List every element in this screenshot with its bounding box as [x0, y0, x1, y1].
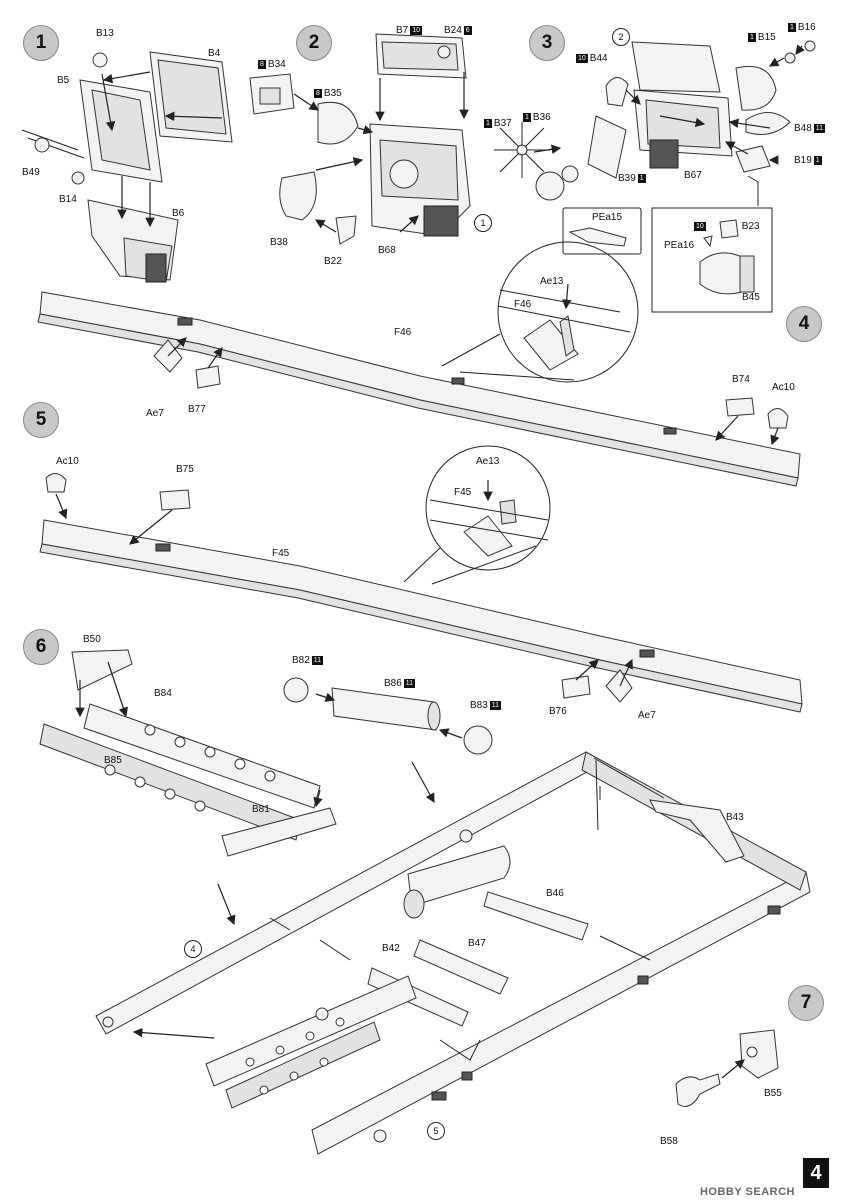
paint-badge: 1	[523, 113, 531, 122]
part-label-b67: B67	[684, 170, 702, 181]
part-label-b14: B14	[59, 194, 77, 205]
paint-badge: 6	[463, 26, 472, 35]
part-label-b75: B75	[176, 464, 194, 475]
part-label-b4: B4	[208, 48, 221, 59]
part-label-b68: B68	[378, 245, 396, 256]
part-label-b76: B76	[549, 706, 567, 717]
paint-badge: 11	[489, 701, 502, 710]
part-label-b81: B81	[252, 804, 270, 815]
paint-badge: 10	[576, 54, 588, 63]
paint-badge: 10	[694, 222, 706, 231]
part-label-ac10: Ac10	[772, 382, 795, 393]
part-label-f45: F45	[272, 548, 290, 559]
part-label-ae7: Ae7	[638, 710, 656, 721]
subassembly-ref-1: 1	[474, 214, 492, 232]
part-label-ae13: Ae13	[540, 276, 564, 287]
part-label-pea15: PEa15	[592, 212, 623, 223]
part-label-b85: B85	[104, 755, 122, 766]
part-label-b38: B38	[270, 237, 288, 248]
step-number-1: 1	[23, 25, 59, 61]
step3-drawing	[494, 40, 816, 313]
step7-drawing	[675, 1029, 779, 1107]
paint-badge: 11	[403, 679, 416, 688]
step6-drawing	[39, 649, 811, 1155]
part-label-b47: B47	[468, 938, 486, 949]
part-label-b49: B49	[22, 167, 40, 178]
paint-badge: 1	[637, 174, 646, 183]
part-label-b46: B46	[546, 888, 564, 899]
part-label-pea16: PEa16	[664, 240, 695, 251]
part-label-ae7: Ae7	[146, 408, 164, 419]
part-label-ac10: Ac10	[56, 456, 79, 467]
step-number-6: 6	[23, 629, 59, 665]
part-label-b5: B5	[57, 75, 70, 86]
part-label-b45: B45	[742, 292, 760, 303]
subassembly-ref-2: 2	[612, 28, 630, 46]
part-label-f46-detail: F46	[514, 299, 532, 310]
subassembly-ref-4: 4	[184, 940, 202, 958]
part-label-b50: B50	[83, 634, 101, 645]
step2-drawing	[249, 33, 471, 245]
step5-drawing	[39, 445, 803, 713]
paint-badge: 11	[311, 656, 324, 665]
paint-badge: 11	[813, 124, 826, 133]
part-label-b6: B6	[172, 208, 185, 219]
part-label-ae13: Ae13	[476, 456, 500, 467]
part-label-b13: B13	[96, 28, 114, 39]
paint-badge: 1	[813, 156, 822, 165]
part-label-b84: B84	[154, 688, 172, 699]
part-label-f46: F46	[394, 327, 412, 338]
paint-badge: 1	[788, 23, 796, 32]
step-number-5: 5	[23, 402, 59, 438]
part-label-b58: B58	[660, 1136, 678, 1147]
step-number-3: 3	[529, 25, 565, 61]
step-number-2: 2	[296, 25, 332, 61]
paint-badge: 10	[410, 26, 423, 35]
page-number: 4	[803, 1158, 829, 1188]
subassembly-ref-5: 5	[427, 1122, 445, 1140]
paint-badge: 1	[484, 119, 492, 128]
paint-badge: 1	[748, 33, 756, 42]
watermark-logo: HOBBY SEARCH	[699, 1186, 795, 1198]
part-label-b22: B22	[324, 256, 342, 267]
part-label-b42: B42	[382, 943, 400, 954]
step-number-7: 7	[788, 985, 824, 1021]
part-label-b74: B74	[732, 374, 750, 385]
part-label-b43: B43	[726, 812, 744, 823]
part-label-b55: B55	[764, 1088, 782, 1099]
step1-drawing	[21, 51, 233, 283]
paint-badge: 8	[258, 60, 266, 69]
paint-badge: 8	[314, 89, 322, 98]
step4-drawing	[37, 241, 801, 487]
step-number-4: 4	[786, 306, 822, 342]
part-label-f45-detail: F45	[454, 487, 472, 498]
part-label-b77: B77	[188, 404, 206, 415]
